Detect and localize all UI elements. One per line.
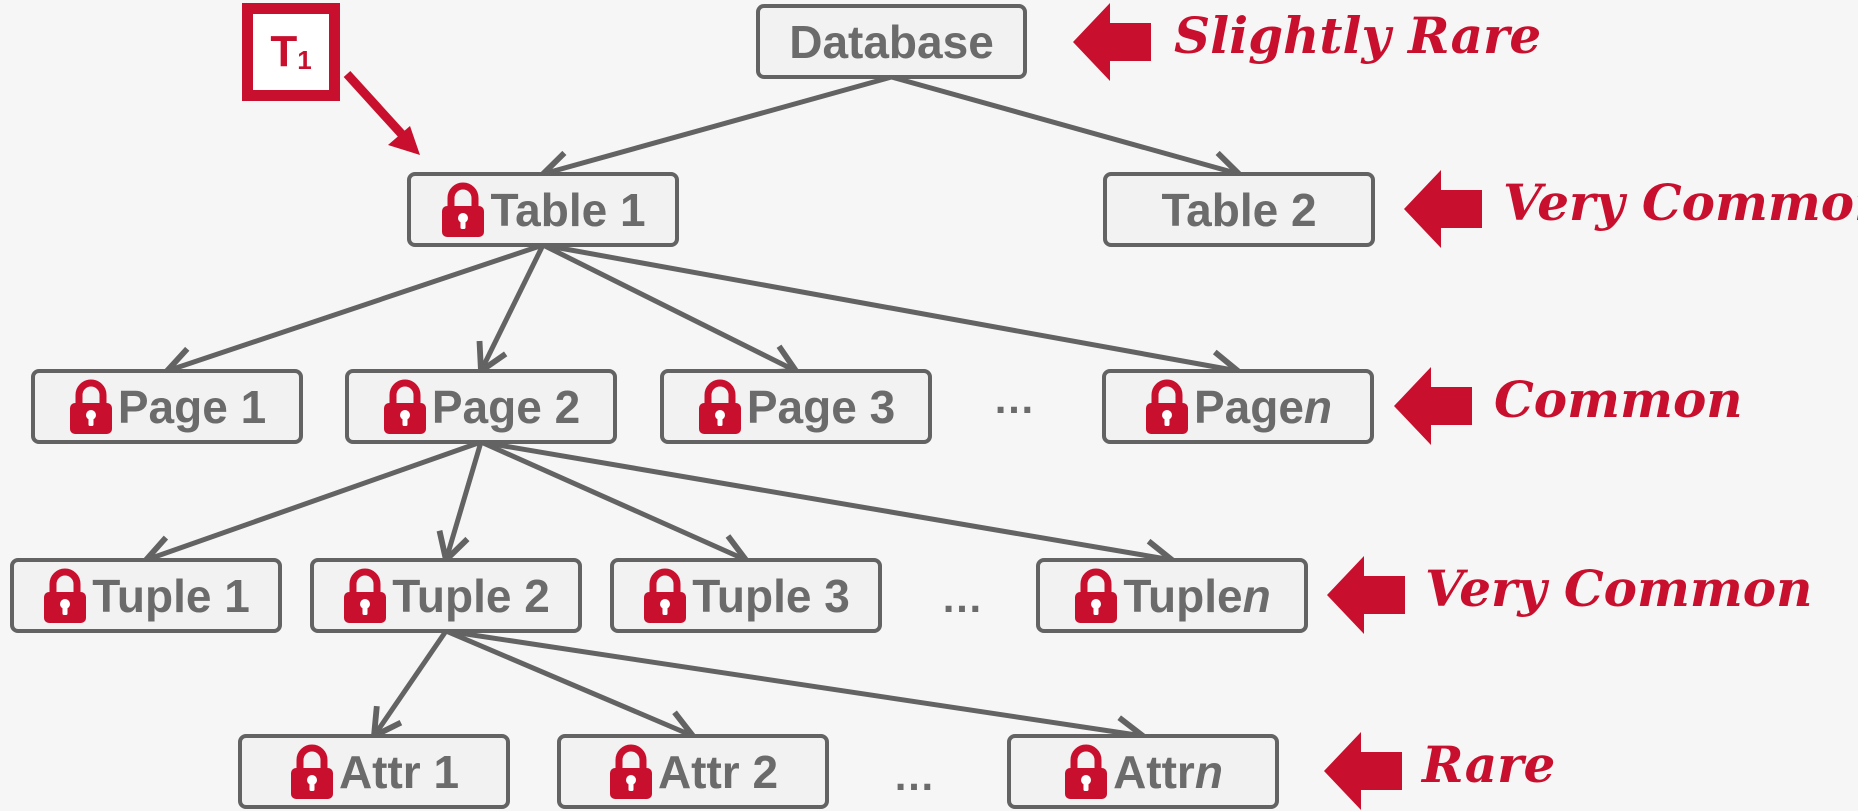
- edge-table1-to-page3: [541, 242, 796, 371]
- level-label-tuple: Very Common: [1425, 559, 1813, 618]
- lock-icon: [1075, 568, 1118, 623]
- node-label: Page 2: [431, 380, 581, 433]
- level-arrow-database: [1073, 3, 1151, 81]
- node-table-2[interactable]: Table 2: [1103, 172, 1375, 247]
- node-label-suffix: n: [1242, 569, 1271, 622]
- lock-icon: [442, 182, 485, 237]
- transaction-label: T: [270, 27, 298, 76]
- attrs-ellipsis: …: [893, 752, 935, 799]
- node-label-suffix: n: [1194, 745, 1223, 798]
- level-arrow-table: [1404, 170, 1482, 248]
- node-label: Tuple 3: [692, 569, 850, 622]
- edge-table1-to-pagen: [542, 242, 1238, 371]
- node-label: Page 1: [117, 380, 267, 433]
- lock-icon: [609, 744, 652, 799]
- node-label: Tuple 1: [92, 569, 250, 622]
- node-page-2[interactable]: Page 2: [345, 369, 617, 444]
- node-attr-2[interactable]: Attr 2: [557, 734, 829, 809]
- lock-icon: [290, 744, 333, 799]
- node-tuple-3[interactable]: Tuple 3: [610, 558, 882, 633]
- node-label: Attr 2: [657, 745, 779, 798]
- transaction-arrow: [343, 70, 420, 155]
- pages-ellipsis: …: [993, 375, 1035, 422]
- level-arrow-page: [1394, 367, 1472, 445]
- lock-icon: [698, 379, 741, 434]
- node-label: Page 3: [746, 380, 896, 433]
- node-label-suffix: n: [1303, 380, 1333, 433]
- edge-page2-to-tuple2: [446, 441, 484, 560]
- edge-tuple2-to-attr2: [445, 628, 693, 736]
- edge-page2-to-tuplen: [480, 439, 1172, 560]
- edge-database-to-table2: [890, 74, 1240, 174]
- node-label: Attr 1: [338, 745, 460, 798]
- lock-icon: [383, 379, 426, 434]
- level-arrow-tuple: [1327, 556, 1405, 634]
- node-label: Tuple 2: [392, 569, 550, 622]
- node-label: Database: [789, 15, 994, 68]
- lock-icon: [44, 568, 87, 623]
- transaction-subscript: 1: [297, 44, 312, 75]
- node-page-1[interactable]: Page 1: [31, 369, 303, 444]
- node-label: Attr: [1113, 745, 1195, 798]
- level-label-attr: Rare: [1422, 735, 1556, 794]
- tuples-ellipsis: …: [941, 574, 983, 621]
- node-table-1[interactable]: Table 1: [407, 172, 679, 247]
- lock-icon: [1065, 744, 1108, 799]
- node-attr-n[interactable]: Attr n: [1007, 734, 1279, 809]
- level-arrow-attr: [1324, 732, 1402, 810]
- node-label: Table 2: [1161, 183, 1317, 236]
- node-page-n[interactable]: Page n: [1102, 369, 1374, 444]
- edge-table1-to-page2: [481, 243, 546, 371]
- lock-icon: [644, 568, 687, 623]
- edge-tuple2-to-attr1: [374, 629, 449, 736]
- edge-page2-to-tuple1: [146, 439, 482, 560]
- level-label-page: Common: [1494, 370, 1743, 429]
- node-page-3[interactable]: Page 3: [660, 369, 932, 444]
- lock-icon: [69, 379, 112, 434]
- level-label-database: Slightly Rare: [1174, 6, 1542, 65]
- level-label-table: Very Common: [1503, 173, 1858, 232]
- edge-tuple2-to-attrn: [445, 628, 1143, 736]
- node-attr-1[interactable]: Attr 1: [238, 734, 510, 809]
- lock-icon: [1145, 379, 1188, 434]
- edge-database-to-table1: [543, 74, 893, 174]
- node-label: Tuple: [1123, 569, 1243, 622]
- lock-icon: [344, 568, 387, 623]
- node-tuple-2[interactable]: Tuple 2: [310, 558, 582, 633]
- node-label: Table 1: [490, 183, 646, 236]
- edge-table1-to-page1: [167, 242, 544, 371]
- edge-page2-to-tuple3: [479, 439, 746, 560]
- node-database[interactable]: Database: [756, 4, 1027, 79]
- node-tuple-1[interactable]: Tuple 1: [10, 558, 282, 633]
- node-label: Page: [1193, 380, 1304, 433]
- node-tuple-n[interactable]: Tuple n: [1036, 558, 1308, 633]
